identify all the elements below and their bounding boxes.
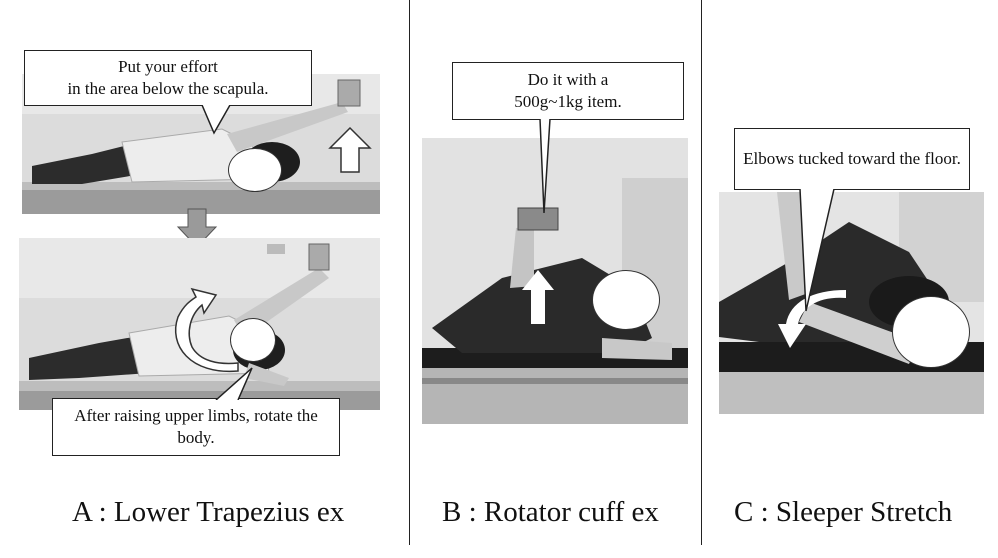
face-mask-c [892, 296, 970, 368]
callout-elbows-text: Elbows tucked toward the floor. [743, 149, 961, 168]
face-mask-a-top [228, 148, 282, 192]
callout-elbows: Elbows tucked toward the floor. [734, 128, 970, 190]
curved-down-arrow-icon [778, 290, 846, 348]
callout-elbows-pointer [799, 189, 835, 312]
caption-c: C : Sleeper Stretch [734, 496, 953, 528]
callout-rotate-text: After raising upper limbs, rotate the bo… [74, 406, 318, 447]
callout-rotate-pointer [215, 367, 253, 400]
up-arrow-icon [328, 126, 372, 173]
face-mask-b [592, 270, 660, 330]
callout-item-weight-line1: Do it with a [527, 70, 609, 89]
photo-a-bottom [19, 238, 380, 410]
rotate-arrow-icon [174, 287, 239, 373]
caption-b: B : Rotator cuff ex [442, 496, 659, 528]
face-mask-a-bottom [230, 318, 276, 362]
callout-item-weight: Do it with a 500g~1kg item. [452, 62, 684, 120]
divider-bc [701, 0, 702, 545]
divider-ab [409, 0, 410, 545]
callout-rotate: After raising upper limbs, rotate the bo… [52, 398, 340, 456]
callout-scapula-pointer [201, 105, 231, 135]
callout-scapula: Put your effort in the area below the sc… [24, 50, 312, 106]
callout-item-weight-pointer [539, 119, 551, 214]
callout-scapula-line2: in the area below the scapula. [67, 79, 269, 98]
caption-a: A : Lower Trapezius ex [72, 496, 345, 528]
down-arrow-icon [176, 208, 218, 248]
up-arrow-icon [522, 270, 554, 324]
callout-scapula-line1: Put your effort [118, 57, 218, 76]
callout-item-weight-line2: 500g~1kg item. [514, 92, 622, 111]
